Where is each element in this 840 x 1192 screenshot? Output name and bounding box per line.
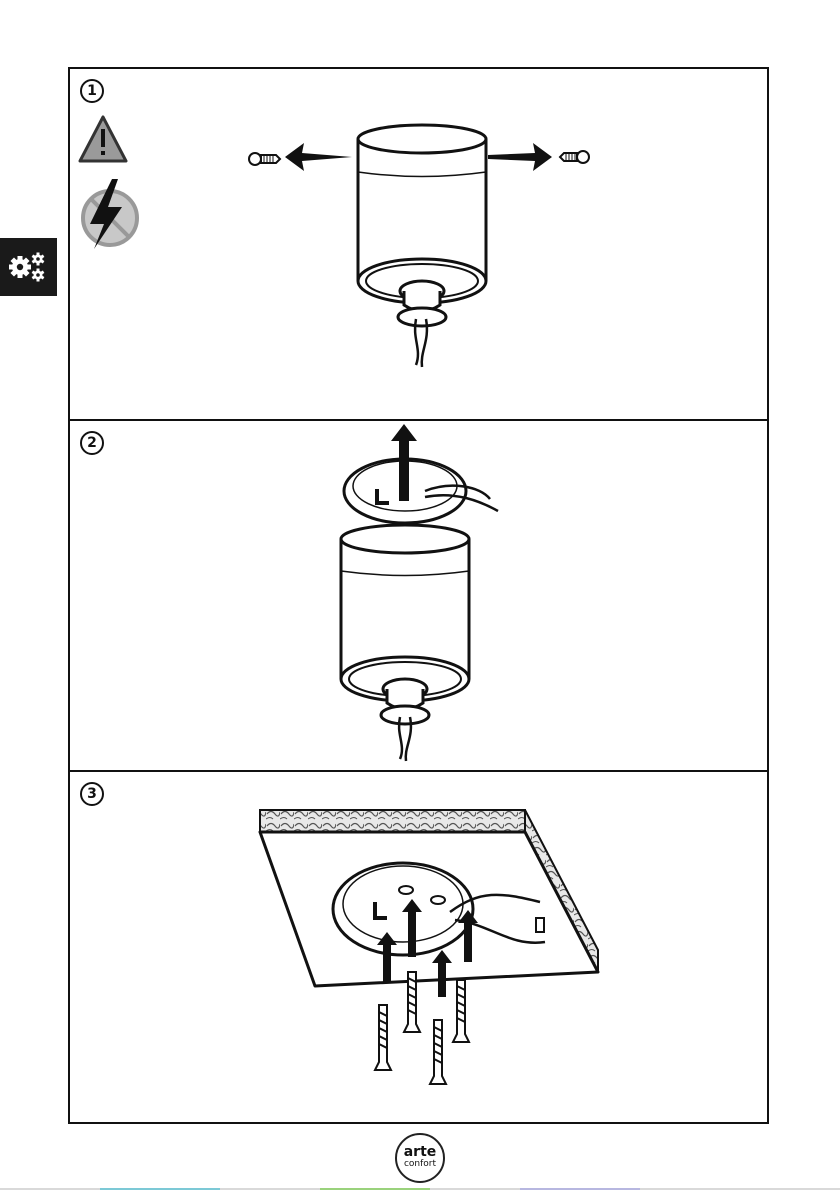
arrow-left-icon [285, 143, 352, 171]
step-1-panel: 1 [68, 67, 769, 421]
warning-triangle-icon [80, 117, 126, 161]
step-3-panel: 3 [68, 770, 769, 1124]
brand-line-1: arte [397, 1145, 443, 1159]
lamp-body [341, 525, 469, 761]
mounting-plate [344, 459, 498, 523]
step-2-panel: 2 [68, 419, 769, 772]
settings-tab [0, 238, 57, 296]
brand-logo: arte confort [395, 1133, 445, 1183]
step-2-illustration [70, 421, 767, 770]
screws-icon [375, 972, 469, 1084]
screw-right-icon [560, 151, 589, 163]
gears-icon [0, 238, 57, 296]
no-electricity-icon [83, 179, 137, 249]
footer-strip [0, 1186, 840, 1192]
step-3-illustration [70, 772, 767, 1122]
lamp-body [358, 125, 486, 367]
arrow-right-icon [488, 143, 552, 171]
screw-left-icon [249, 153, 280, 165]
brand-line-2: confort [397, 1159, 443, 1169]
step-1-illustration [70, 69, 767, 419]
